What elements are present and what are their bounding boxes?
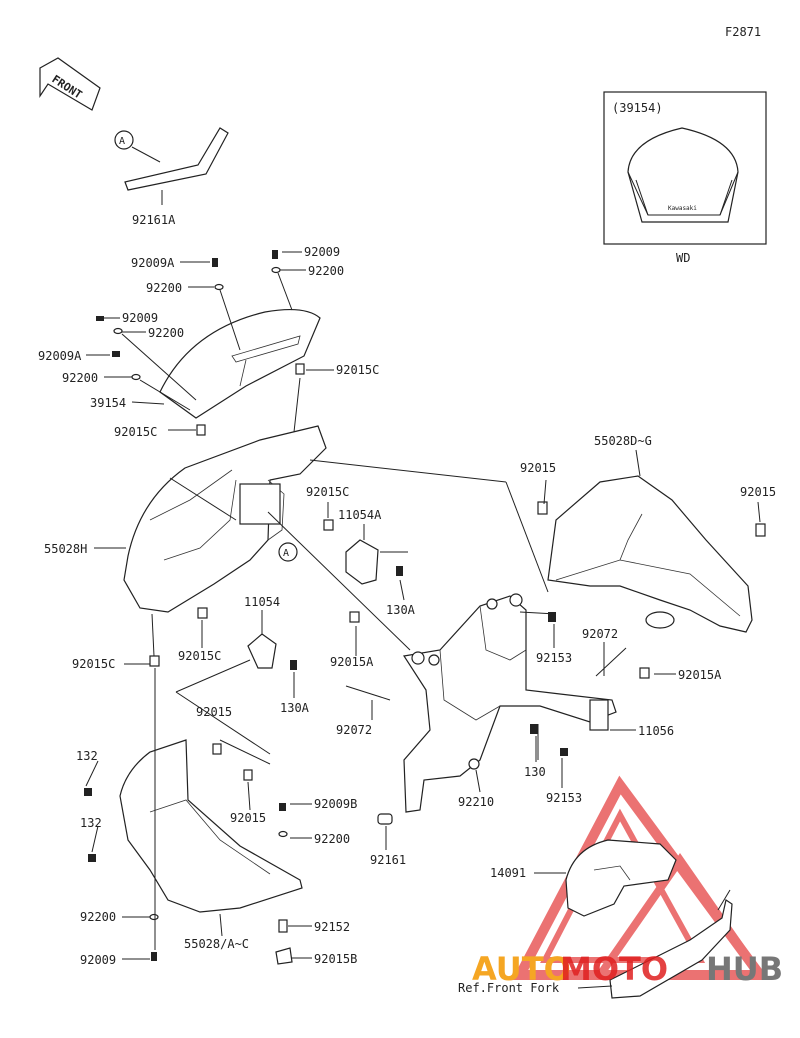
label-92161a: 92161A bbox=[132, 213, 176, 227]
inset-brand: Kawasaki bbox=[668, 205, 697, 212]
label-92015c-e: 92015C bbox=[72, 657, 115, 671]
part-55028d-side-cowl bbox=[537, 475, 766, 633]
label-92153-2: 92153 bbox=[546, 791, 582, 805]
label-55028d: 55028D~G bbox=[594, 434, 652, 448]
label-92161: 92161 bbox=[370, 853, 406, 867]
label-55028ac: 55028/A~C bbox=[184, 937, 249, 951]
label-92015c-c: 92015C bbox=[306, 485, 349, 499]
label-92015c-b: 92015C bbox=[336, 363, 379, 377]
label-92153-1: 92153 bbox=[536, 651, 572, 665]
label-92009a-mid: 92009A bbox=[38, 349, 82, 363]
label-92015-r2: 92015 bbox=[740, 485, 776, 499]
label-130: 130 bbox=[524, 765, 546, 779]
label-92009-top: 92009 bbox=[304, 245, 340, 259]
label-92200-top-r: 92200 bbox=[308, 264, 344, 278]
label-92200-c: 92200 bbox=[80, 910, 116, 924]
label-130a-2: 130A bbox=[280, 701, 310, 715]
inset-caption: WD bbox=[676, 251, 690, 265]
label-92072-1: 92072 bbox=[582, 627, 618, 641]
label-ref-front-fork: Ref.Front Fork bbox=[458, 981, 560, 995]
label-92200-b: 92200 bbox=[314, 832, 350, 846]
label-92009b: 92009B bbox=[314, 797, 357, 811]
figure-code: F2871 bbox=[725, 25, 761, 39]
front-direction-arrow: FRONT bbox=[39, 57, 101, 111]
part-frame-bracket bbox=[345, 593, 650, 825]
label-92015c-d: 92015C bbox=[178, 649, 221, 663]
label-92200-mid: 92200 bbox=[148, 326, 184, 340]
label-92015-l2: 92015 bbox=[230, 811, 266, 825]
part-14091-fork-cover bbox=[565, 839, 733, 999]
label-11054a: 11054A bbox=[338, 508, 382, 522]
part-92161a-strip: A bbox=[114, 127, 229, 205]
watermark-auto: AUTO bbox=[472, 950, 571, 988]
label-92015c-a: 92015C bbox=[114, 425, 157, 439]
leader-lines: A bbox=[85, 251, 761, 989]
label-92152: 92152 bbox=[314, 920, 350, 934]
ref-letter-a-top: A bbox=[119, 136, 125, 147]
label-130a-1: 130A bbox=[386, 603, 416, 617]
label-92015b: 92015B bbox=[314, 952, 357, 966]
label-92015-l1: 92015 bbox=[196, 705, 232, 719]
watermark-hub: HUB bbox=[706, 950, 783, 988]
label-92009-mid: 92009 bbox=[122, 311, 158, 325]
label-11056: 11056 bbox=[638, 724, 674, 738]
label-14091: 14091 bbox=[490, 866, 526, 880]
label-55028h: 55028H bbox=[44, 542, 87, 556]
inset-title: (39154) bbox=[612, 101, 663, 115]
label-92072-2: 92072 bbox=[336, 723, 372, 737]
label-11054: 11054 bbox=[244, 595, 280, 609]
part-55028-lower-cowl bbox=[84, 613, 303, 965]
part-55028h-upper-fairing bbox=[123, 425, 327, 613]
part-labels: 92161A 92009A 92009 92200 92200 92009 92… bbox=[38, 213, 776, 995]
label-92210: 92210 bbox=[458, 795, 494, 809]
label-39154: 39154 bbox=[90, 396, 126, 410]
part-39154-windshield bbox=[159, 308, 321, 419]
label-92200-low: 92200 bbox=[62, 371, 98, 385]
fasteners-top bbox=[96, 250, 305, 436]
label-92015-r1: 92015 bbox=[520, 461, 556, 475]
label-132-2: 132 bbox=[80, 816, 102, 830]
label-92009a-top: 92009A bbox=[131, 256, 175, 270]
label-92200-top-l: 92200 bbox=[146, 281, 182, 295]
watermark-moto: MOTO bbox=[560, 950, 668, 988]
label-92009-bot: 92009 bbox=[80, 953, 116, 967]
label-92015a-1: 92015A bbox=[330, 655, 374, 669]
part-bracket-plates bbox=[149, 519, 403, 670]
label-132-1: 132 bbox=[76, 749, 98, 763]
label-92015a-2: 92015A bbox=[678, 668, 722, 682]
ref-letter-a-mid: A bbox=[283, 548, 289, 559]
inset-windshield: (39154) Kawasaki WD bbox=[603, 91, 767, 265]
watermark-text: AUTO MOTO HUB bbox=[472, 950, 783, 988]
